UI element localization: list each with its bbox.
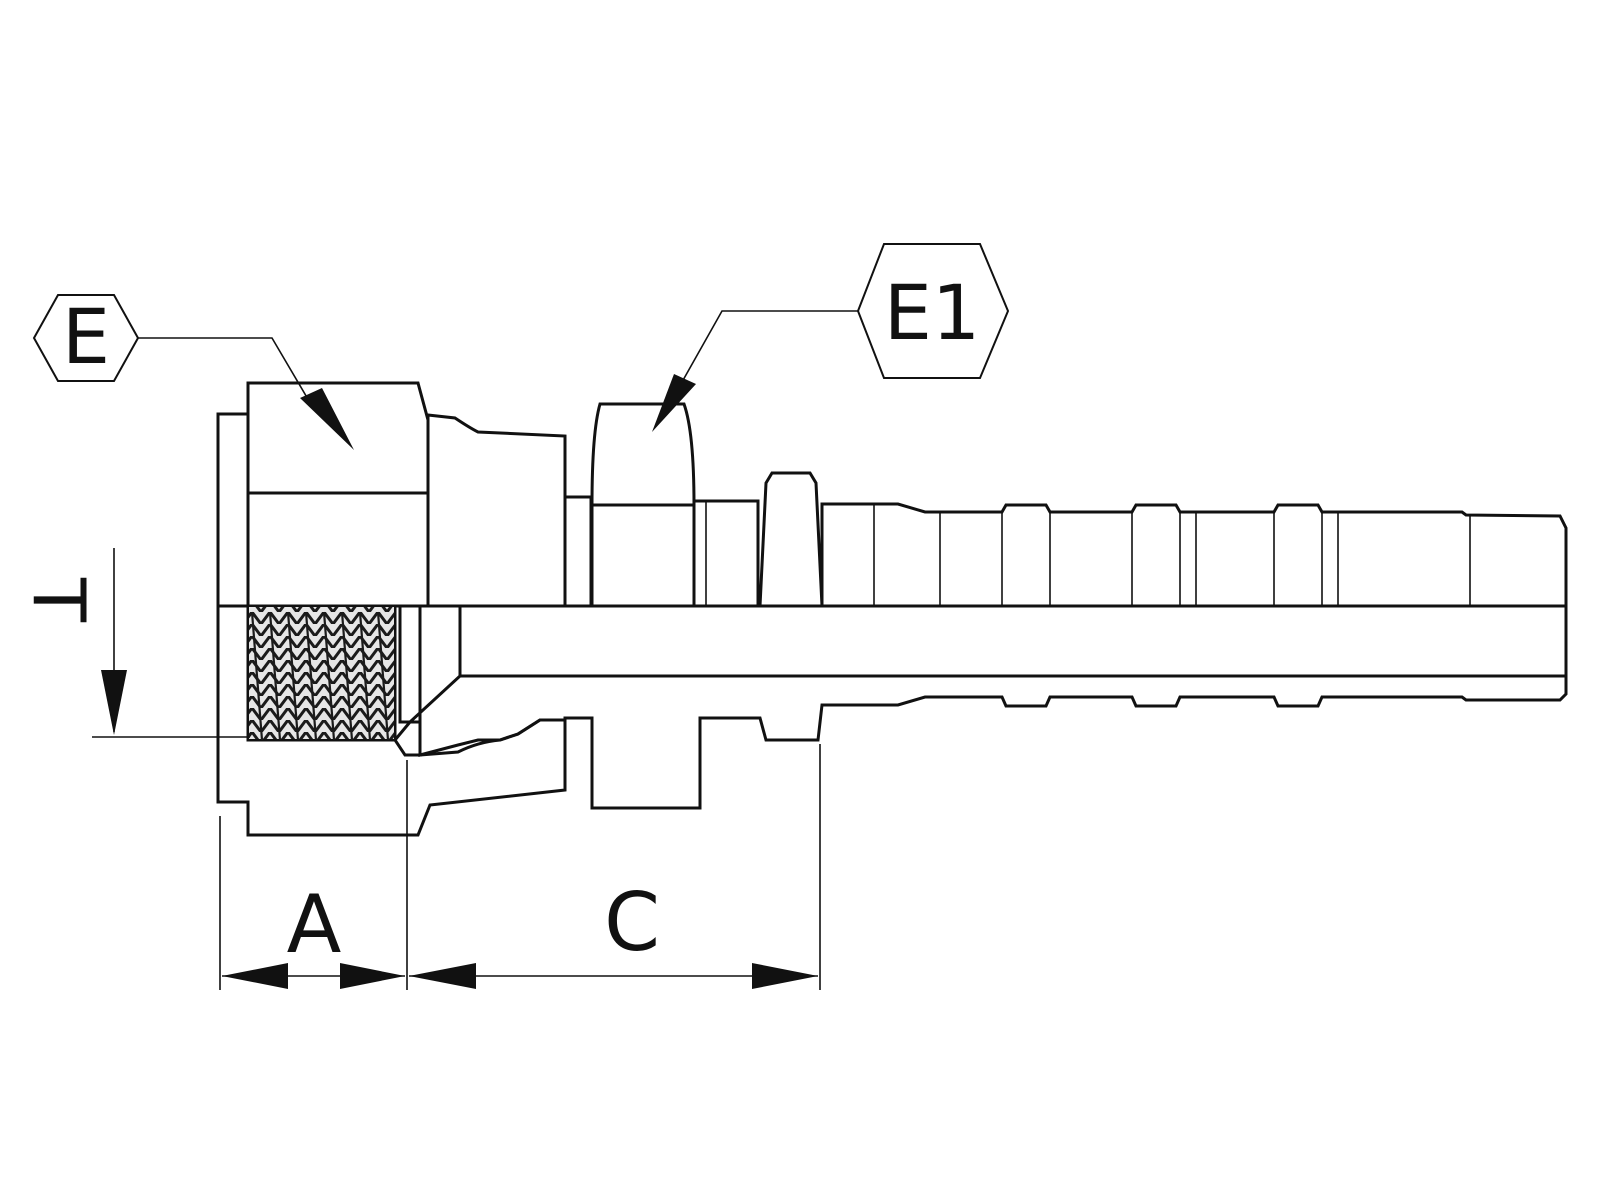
fitting-section bbox=[216, 604, 1568, 837]
dimension-a-label: A bbox=[287, 878, 342, 971]
fitting-exterior bbox=[216, 381, 1568, 608]
callout-e1: E1 bbox=[652, 243, 1010, 432]
bore bbox=[458, 604, 1568, 678]
dimension-t-arrowhead bbox=[101, 670, 127, 735]
neck-step bbox=[563, 495, 593, 608]
seal-lip bbox=[393, 720, 422, 757]
callout-e1-arrowhead bbox=[652, 374, 696, 432]
internal-thread bbox=[247, 605, 396, 741]
callout-e-leader bbox=[138, 337, 313, 407]
callout-e1-label: E1 bbox=[884, 268, 980, 357]
dimension-c-label: C bbox=[604, 876, 660, 969]
hose-tail bbox=[820, 502, 1568, 608]
dimension-t: T bbox=[17, 548, 250, 738]
nut-collar bbox=[216, 412, 250, 608]
stem-section bbox=[418, 604, 1568, 810]
swivel-nut-hex-face bbox=[246, 381, 430, 495]
dimension-c: C bbox=[409, 744, 821, 990]
callout-e1-hexagon bbox=[856, 243, 1010, 379]
dimension-c-arrow-right bbox=[752, 963, 818, 989]
stem-collar bbox=[758, 471, 824, 608]
dimension-a-arrow-left bbox=[222, 963, 288, 989]
callout-e-label: E bbox=[62, 292, 110, 381]
dimension-c-arrow-left bbox=[409, 963, 476, 989]
dimension-a-arrow-right bbox=[340, 963, 405, 989]
bore-lead-in bbox=[398, 604, 462, 724]
callout-e1-leader bbox=[681, 310, 858, 383]
callout-e: E bbox=[32, 292, 354, 450]
swivel-nut-flat bbox=[246, 491, 430, 608]
dimension-a: A bbox=[219, 760, 408, 990]
nut-neck bbox=[426, 413, 567, 608]
hex-e1-face bbox=[590, 402, 696, 507]
hex-e1-flat bbox=[590, 503, 696, 608]
dimension-t-label: T bbox=[17, 577, 101, 623]
callout-e-arrowhead bbox=[300, 388, 354, 450]
stem-section-1 bbox=[692, 499, 760, 608]
